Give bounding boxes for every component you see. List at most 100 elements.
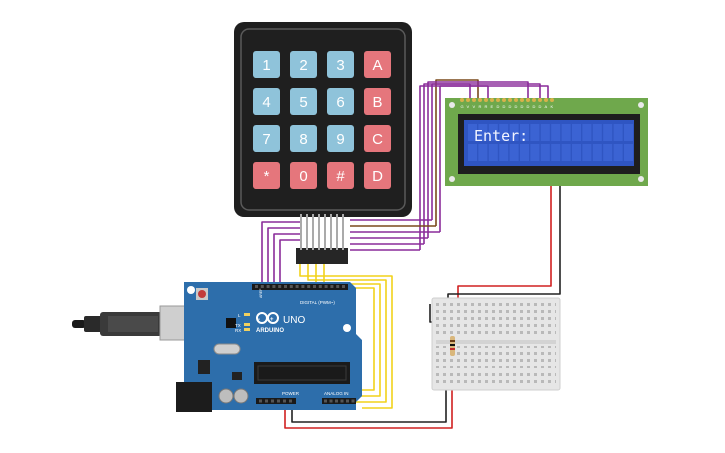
- digital-pin: [318, 285, 322, 288]
- key-4[interactable]: 4: [253, 88, 280, 115]
- led-tx: [244, 323, 250, 326]
- breadboard: [431, 297, 561, 391]
- key-7[interactable]: 7: [253, 125, 280, 152]
- power-pin: [259, 399, 262, 403]
- key-B[interactable]: B: [364, 88, 391, 115]
- breadboard-rows-top: [436, 312, 556, 334]
- key-9[interactable]: 9: [327, 125, 354, 152]
- key-6[interactable]: 6: [327, 88, 354, 115]
- key-label: 3: [336, 57, 344, 74]
- power-label: POWER: [282, 391, 300, 396]
- lcd-char-cell: [509, 144, 519, 161]
- led-tx-label: TX: [235, 323, 241, 328]
- analog-pin: [324, 399, 327, 403]
- lcd-char-cell: [468, 124, 477, 141]
- aref-label: AREF: [259, 289, 263, 298]
- arduino-brand: ARDUINO: [256, 328, 284, 334]
- lcd-char-cell: [551, 144, 561, 161]
- lcd-char-cell: [499, 144, 509, 161]
- analog-pin: [335, 399, 338, 403]
- lcd-pin-label: D: [521, 104, 524, 109]
- lcd-char-cell: [509, 124, 519, 141]
- lcd-char-cell: [530, 144, 540, 161]
- key-2[interactable]: 2: [290, 51, 317, 78]
- keypad-pin: [324, 214, 326, 250]
- digital-pin: [336, 285, 340, 288]
- key-label: A: [372, 57, 382, 74]
- lcd-pin: [484, 98, 488, 102]
- digital-pin: [255, 285, 258, 288]
- power-pin: [277, 399, 280, 403]
- lcd-pin-label: G: [461, 104, 464, 109]
- lcd-mount-hole: [449, 102, 455, 108]
- usb-cable: [72, 305, 197, 341]
- key-label: 2: [299, 57, 307, 74]
- key-3[interactable]: 3: [327, 51, 354, 78]
- key-D[interactable]: D: [364, 162, 391, 189]
- key-label: 7: [262, 131, 270, 148]
- digital-pin: [301, 285, 305, 288]
- key-C[interactable]: C: [364, 125, 391, 152]
- key-label: 9: [336, 131, 344, 148]
- lcd-char-cell: [520, 144, 529, 161]
- keypad-pin: [300, 214, 302, 250]
- voltage-regulator: [198, 360, 210, 374]
- digital-pin: [278, 285, 282, 288]
- capacitor: [233, 388, 249, 404]
- breadboard-rows-bottom: [436, 346, 556, 368]
- keypad-connector: [296, 214, 348, 264]
- wire-lcd-data-2: [423, 83, 541, 244]
- arduino-model: UNO: [283, 315, 305, 326]
- key-label: C: [372, 131, 383, 148]
- analog-header: [322, 398, 356, 404]
- key-1[interactable]: 1: [253, 51, 280, 78]
- digital-pin: [272, 285, 276, 288]
- lcd-pin: [478, 98, 482, 102]
- keypad-pin: [312, 214, 314, 250]
- lcd-pin-label: D: [509, 104, 512, 109]
- key-label: 8: [299, 131, 307, 148]
- key-*[interactable]: *: [253, 162, 280, 189]
- key-5[interactable]: 5: [290, 88, 317, 115]
- lcd-char-cell: [582, 144, 592, 161]
- key-0[interactable]: 0: [290, 162, 317, 189]
- digital-pin: [330, 285, 334, 288]
- lcd-pin-label: D: [527, 104, 530, 109]
- lcd-mount-hole: [638, 102, 644, 108]
- wire-keypad-row-4: [279, 239, 300, 288]
- led-l-label: L: [238, 313, 241, 318]
- lcd-pin: [490, 98, 494, 102]
- lcd-char-cell: [478, 124, 488, 141]
- digital-pin: [260, 285, 264, 288]
- lcd-pin-label: K: [551, 104, 554, 109]
- digital-header: [252, 284, 348, 290]
- svg-text:+: +: [270, 317, 274, 323]
- wire-lcd-black: [447, 182, 561, 306]
- key-label: 1: [262, 57, 270, 74]
- wire-keypad-row-1: [261, 221, 300, 288]
- analog-pin: [346, 399, 349, 403]
- power-pin: [283, 399, 286, 403]
- mount-hole: [343, 324, 351, 332]
- lcd-pin-label: D: [539, 104, 542, 109]
- lcd-pin-label: D: [515, 104, 518, 109]
- lcd-text: Enter:: [474, 127, 528, 145]
- digital-pin: [266, 285, 270, 288]
- lcd-pin-label: D: [533, 104, 536, 109]
- key-A[interactable]: A: [364, 51, 391, 78]
- lcd-pin: [550, 98, 554, 102]
- digital-pin: [324, 285, 328, 288]
- wire-keypad-col-2: [307, 262, 387, 403]
- breadboard-divider: [436, 340, 556, 344]
- key-label: #: [336, 168, 345, 185]
- lcd-pin: [514, 98, 518, 102]
- lcd-char-cell: [561, 124, 571, 141]
- analog-pin: [329, 399, 333, 403]
- reset-button-cap[interactable]: [198, 290, 206, 298]
- key-label: *: [264, 168, 270, 185]
- key-#[interactable]: #: [327, 162, 354, 189]
- lcd-pin: [544, 98, 548, 102]
- arduino-logo: - +: [256, 312, 279, 324]
- key-8[interactable]: 8: [290, 125, 317, 152]
